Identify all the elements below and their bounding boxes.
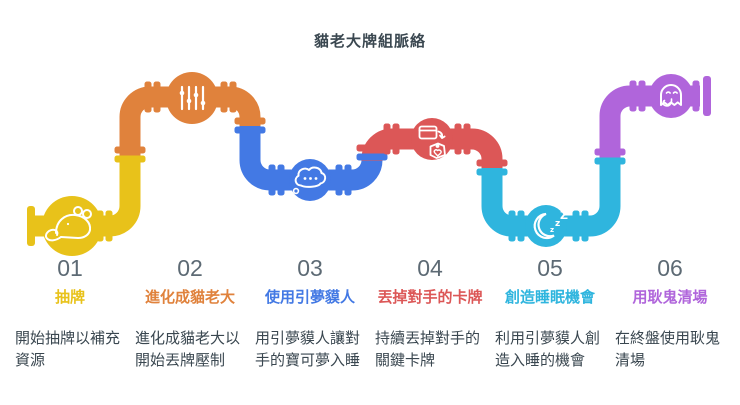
coupling-ring: [508, 210, 516, 242]
stage-node-5: z z Z: [525, 205, 568, 247]
coupling-ring: [234, 126, 266, 134]
stage-description: 持續丟掉對手的關鍵卡牌: [375, 330, 481, 369]
stage-number: 04: [417, 255, 443, 281]
ghost-icon: [660, 84, 682, 107]
stage-description: 開始抽牌以補充資源: [15, 330, 121, 369]
coupling-ring: [572, 210, 580, 242]
pipe-couplings: [96, 80, 700, 242]
stage-number: 01: [57, 255, 83, 281]
coupling-ring: [356, 153, 388, 161]
stage-number: 03: [297, 255, 323, 281]
stage-column-3: 03 使用引夢貘人 用引夢貘人讓對手的寶可夢入睡: [250, 255, 370, 372]
discard-card-icon: [418, 125, 446, 159]
coupling-ring: [476, 168, 508, 176]
stage-column-6: 06 用耿鬼清場 在終盤使用耿鬼清場: [610, 255, 730, 372]
stage-columns: 01 抽牌 開始抽牌以補充資源 02 進化成貓老大 進化成貓老大以開始丟牌壓制 …: [10, 255, 730, 372]
coupling-ring: [638, 80, 646, 112]
coupling-ring: [594, 148, 626, 156]
stage-description: 用引夢貘人讓對手的寶可夢入睡: [255, 330, 361, 369]
sleep-moon-icon: z z Z: [533, 209, 568, 240]
stage-node-2: [166, 72, 218, 124]
mouse-icon: [44, 206, 92, 242]
stage-label: 丟掉對手的卡牌: [377, 289, 483, 306]
coupling-ring: [234, 117, 266, 125]
stage-node-6: [649, 74, 693, 118]
coupling-ring: [392, 123, 400, 155]
stage-label: 用耿鬼清場: [632, 289, 708, 306]
stage-column-4: 04 丟掉對手的卡牌 持續丟掉對手的關鍵卡牌: [370, 255, 490, 372]
coupling-ring: [454, 123, 462, 155]
sliders-icon: [179, 85, 206, 111]
coupling-ring: [692, 80, 700, 112]
coupling-ring: [277, 164, 285, 196]
pipeline-diagram: z z Z: [27, 72, 711, 256]
coupling-ring: [463, 123, 471, 155]
coupling-ring: [383, 123, 391, 155]
coupling-ring: [114, 155, 146, 163]
page-title: 貓老大牌組脈絡: [313, 33, 426, 50]
coupling-ring: [335, 164, 343, 196]
pipe-endcap-right: [703, 76, 711, 116]
pipe-segment-6: [599, 85, 700, 160]
stage-node-circle: [525, 205, 567, 247]
stage-column-1: 01 抽牌 開始抽牌以補充資源: [10, 255, 130, 372]
coupling-ring: [581, 210, 589, 242]
stage-node-circle: [649, 74, 693, 118]
coupling-ring: [476, 159, 508, 167]
coupling-ring: [105, 210, 113, 242]
coupling-ring: [268, 164, 276, 196]
coupling-ring: [517, 210, 525, 242]
stage-description: 利用引夢貘人創造入睡的機會: [495, 330, 601, 369]
stage-node-circle: [42, 196, 102, 256]
stage-number: 02: [177, 255, 203, 281]
stage-number: 06: [657, 255, 683, 281]
stage-number: 05: [537, 255, 563, 281]
stage-column-2: 02 進化成貓老大 進化成貓老大以開始丟牌壓制: [130, 255, 250, 372]
stage-label: 使用引夢貘人: [264, 289, 355, 306]
stage-description: 進化成貓老大以開始丟牌壓制: [135, 330, 241, 369]
coupling-ring: [344, 164, 352, 196]
coupling-ring: [153, 81, 161, 113]
coupling-ring: [114, 146, 146, 154]
coupling-ring: [594, 157, 626, 165]
pipe-endcap-left: [27, 206, 35, 246]
stage-node-4: [411, 118, 453, 160]
stage-label: 創造睡眠機會: [504, 289, 595, 306]
svg-text:z: z: [555, 219, 560, 229]
coupling-ring: [229, 81, 237, 113]
coupling-ring: [220, 81, 228, 113]
thought-bubble-icon: [289, 166, 327, 199]
stage-description: 在終盤使用耿鬼清場: [615, 330, 721, 369]
stage-node-1: [42, 196, 102, 256]
coupling-ring: [629, 80, 637, 112]
svg-text:Z: Z: [560, 209, 568, 222]
stage-label: 進化成貓老大: [144, 289, 235, 306]
stage-node-3: [289, 159, 331, 201]
stage-label: 抽牌: [54, 289, 85, 306]
coupling-ring: [356, 144, 388, 152]
coupling-ring: [144, 81, 152, 113]
svg-text:z: z: [550, 226, 554, 234]
stage-node-circle: [166, 72, 218, 124]
stage-column-5: 05 創造睡眠機會 利用引夢貘人創造入睡的機會: [490, 255, 610, 372]
